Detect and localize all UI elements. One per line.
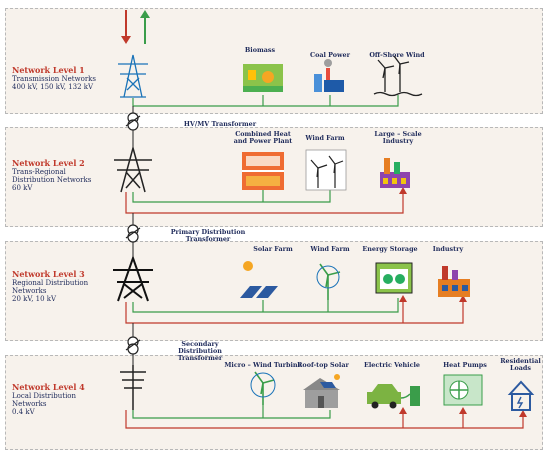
wind-farm-2-label: Wind Farm xyxy=(305,134,345,142)
energy-storage-icon xyxy=(375,262,413,294)
transmission-tower-1-icon xyxy=(118,54,148,98)
level-2-lines xyxy=(125,187,407,214)
secondary-transformer-label: Secondary Distribution Transformer xyxy=(177,340,223,362)
tower-3-icon xyxy=(113,254,153,302)
export-arrow-head xyxy=(140,10,150,18)
coal-power-icon xyxy=(314,59,344,92)
solar-farm-label: Solar Farm xyxy=(253,245,293,253)
distribution-pole-icon xyxy=(120,365,146,410)
micro-wind-icon xyxy=(250,371,276,405)
secondary-transformer-icon xyxy=(125,336,141,355)
rooftop-solar-icon xyxy=(303,374,340,408)
hv-mv-transformer-icon xyxy=(125,112,141,131)
import-arrow-head xyxy=(121,36,131,44)
level-4-lines xyxy=(125,405,527,429)
wind-turbine-3-icon xyxy=(316,263,341,300)
level-3-lines xyxy=(125,295,467,324)
level-1-lines xyxy=(132,95,399,107)
biomass-icon xyxy=(243,64,283,92)
biomass-label: Biomass xyxy=(244,46,276,54)
electric-vehicle-label: Electric Vehicle xyxy=(363,361,420,369)
residential-loads-icon xyxy=(507,380,535,411)
offshore-wind-icon xyxy=(373,55,423,97)
network-level-1-band xyxy=(5,8,543,114)
large-industry-icon xyxy=(380,158,410,188)
tower-2-icon xyxy=(114,145,152,193)
primary-transformer-label: Primary Distribution Transformer xyxy=(170,228,246,243)
large-industry-label: Large – Scale Industry xyxy=(374,130,422,145)
primary-transformer-icon xyxy=(125,224,141,243)
wind-farm-2-icon xyxy=(305,149,347,191)
chp-icon xyxy=(242,152,284,190)
coal-power-label: Coal Power xyxy=(310,51,350,59)
solar-farm-icon xyxy=(240,261,278,298)
hv-mv-transformer-label: HV/MV Transformer xyxy=(183,120,257,128)
industry-icon xyxy=(438,266,470,297)
energy-storage-label: Energy Storage xyxy=(362,245,418,253)
rooftop-solar-label: Roof-top Solar xyxy=(297,361,349,369)
heat-pumps-icon xyxy=(443,374,483,406)
heat-pumps-label: Heat Pumps xyxy=(443,361,487,369)
residential-loads-label: Residential Loads xyxy=(500,357,541,372)
micro-wind-label: Micro – Wind Turbine xyxy=(224,361,302,369)
electric-vehicle-icon xyxy=(367,384,420,409)
offshore-wind-label: Off-Shore Wind xyxy=(369,51,425,59)
wind-farm-3-label: Wind Farm xyxy=(310,245,350,253)
industry-label: Industry xyxy=(432,245,464,253)
chp-label: Combined Heat and Power Plant xyxy=(233,130,293,145)
